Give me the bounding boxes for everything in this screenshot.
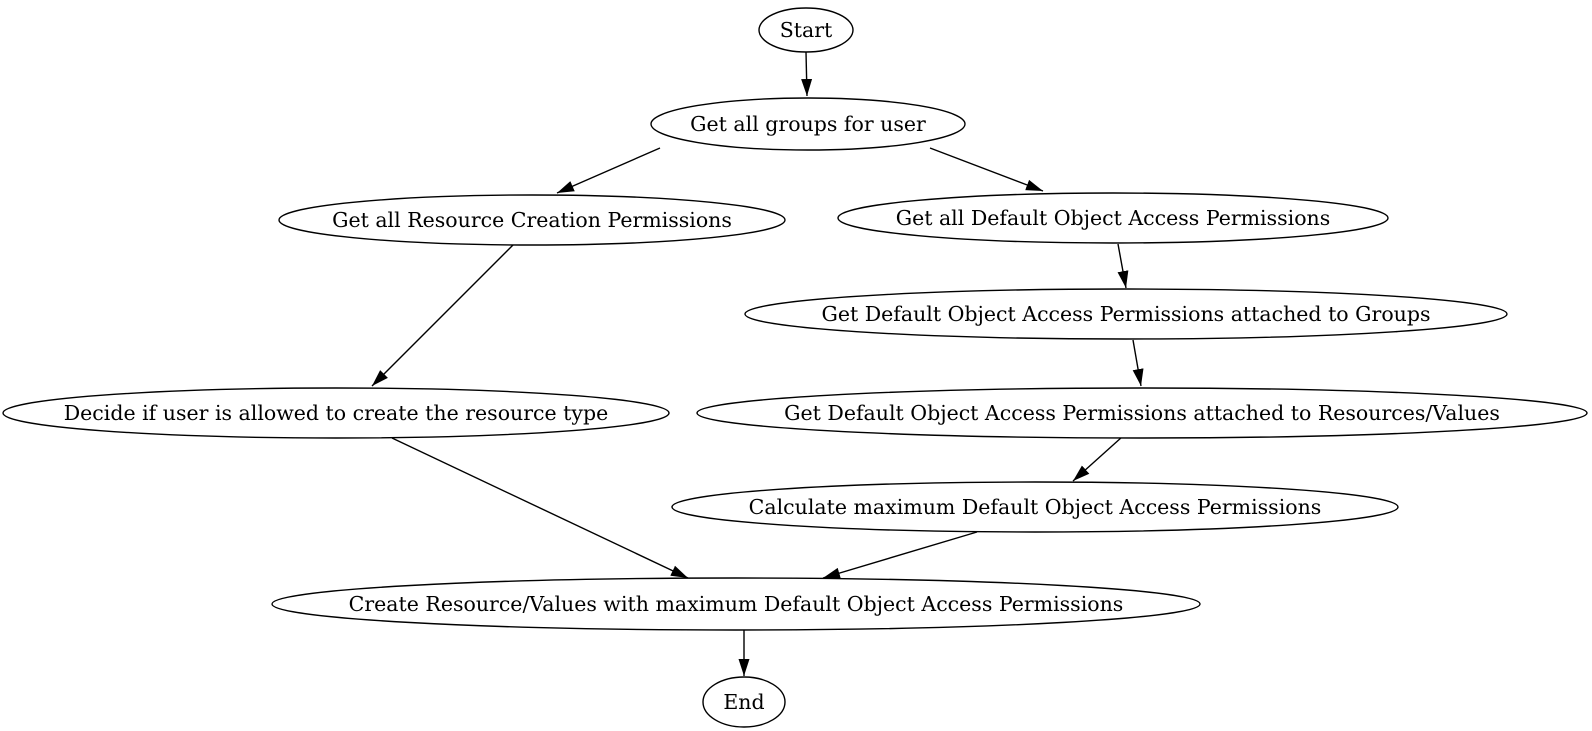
node-end-label: End	[723, 690, 764, 714]
node-get_groups-shape	[650, 97, 966, 151]
node-doap_groups-shape	[744, 288, 1508, 340]
node-start-shape	[758, 7, 854, 53]
node-decide-shape	[2, 387, 670, 439]
node-doap_groups: Get Default Object Access Permissions at…	[744, 288, 1508, 340]
node-get_doap-shape	[837, 192, 1389, 244]
node-calc: Calculate maximum Default Object Access …	[671, 481, 1399, 533]
edges-layer	[371, 51, 1144, 676]
node-create: Create Resource/Values with maximum Defa…	[271, 577, 1201, 631]
node-get_doap-label: Get all Default Object Access Permission…	[896, 206, 1331, 230]
node-start: Start	[758, 7, 854, 53]
node-start-label: Start	[780, 18, 833, 42]
edge-doap_rv-to-calc	[1072, 436, 1123, 482]
node-get_rcp: Get all Resource Creation Permissions	[278, 194, 786, 246]
node-calc-shape	[671, 481, 1399, 533]
node-doap_groups-label: Get Default Object Access Permissions at…	[821, 302, 1430, 326]
node-calc-label: Calculate maximum Default Object Access …	[749, 495, 1322, 519]
node-create-shape	[271, 577, 1201, 631]
node-decide-label: Decide if user is allowed to create the …	[64, 401, 609, 425]
node-doap_rv-label: Get Default Object Access Permissions at…	[784, 401, 1500, 425]
edge-get_groups-to-get_doap	[929, 147, 1044, 192]
edge-doap_groups-to-doap_rv	[1132, 339, 1144, 387]
edge-get_rcp-to-decide	[371, 244, 514, 387]
edge-get_groups-to-get_rcp	[556, 147, 661, 194]
node-get_rcp-label: Get all Resource Creation Permissions	[332, 208, 732, 232]
edge-calc-to-create	[822, 531, 978, 579]
node-get_doap: Get all Default Object Access Permission…	[837, 192, 1389, 244]
node-get_rcp-shape	[278, 194, 786, 246]
node-end-shape	[702, 676, 786, 728]
edge-get_doap-to-doap_groups	[1117, 243, 1129, 289]
node-doap_rv: Get Default Object Access Permissions at…	[696, 387, 1588, 439]
node-get_groups: Get all groups for user	[650, 97, 966, 151]
node-end: End	[702, 676, 786, 728]
node-decide: Decide if user is allowed to create the …	[2, 387, 670, 439]
node-create-label: Create Resource/Values with maximum Defa…	[349, 592, 1124, 616]
node-get_groups-label: Get all groups for user	[690, 112, 926, 136]
node-doap_rv-shape	[696, 387, 1588, 439]
edge-decide-to-create	[391, 437, 689, 579]
edge-start-to-get_groups	[801, 51, 813, 97]
